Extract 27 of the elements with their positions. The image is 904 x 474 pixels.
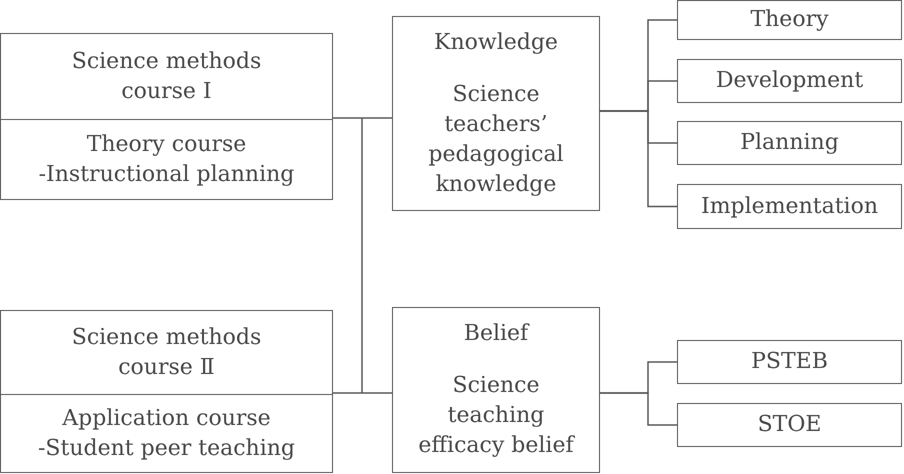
subcategory-box [677, 59, 902, 103]
category-heading: Knowledge [434, 29, 558, 57]
course-box [0, 310, 333, 473]
subcategory-label: Implementation [701, 192, 878, 220]
subcategory-label: Theory [750, 6, 829, 34]
category-heading: Belief [464, 320, 528, 348]
subcategory-box [677, 403, 902, 447]
subcategory-label: STOE [758, 411, 822, 439]
subcategory-box [677, 0, 902, 40]
subcategory-label: PSTEB [751, 348, 828, 376]
subcategory-box [677, 340, 902, 384]
connector-line [600, 392, 677, 426]
course-title: Science methods course Ⅱ [70, 324, 262, 382]
course-description: Application course -Student peer teaching [36, 404, 296, 462]
subcategory-label: Planning [740, 129, 839, 157]
category-box [392, 16, 600, 211]
connector-line [332, 117, 393, 394]
course-title: Science methods course Ⅰ [70, 48, 262, 106]
connector-line [600, 110, 677, 208]
subcategory-box [677, 121, 902, 165]
category-description: Science teaching efficacy belief [417, 372, 576, 460]
course-description: Theory course -Instructional planning [38, 130, 296, 188]
category-description: Science teachers’ pedagogical knowledge [427, 81, 565, 199]
subcategory-box [677, 184, 902, 229]
course-box [0, 33, 333, 200]
category-box [392, 307, 600, 473]
subcategory-label: Development [716, 67, 864, 95]
